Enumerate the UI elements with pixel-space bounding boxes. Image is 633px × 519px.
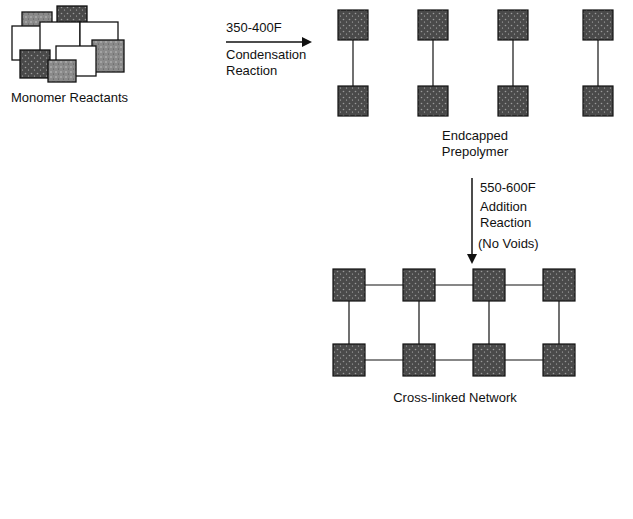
stage-label: Cross-linked Network — [360, 390, 550, 406]
reaction-label: Addition Reaction — [480, 199, 550, 231]
crosslinked-network — [333, 269, 575, 376]
note-label: (No Voids) — [478, 236, 568, 252]
temperature-label: 350-400F — [226, 20, 306, 36]
reaction-label: Condensation Reaction — [226, 47, 312, 79]
stage-label: Endcapped Prepolymer — [420, 128, 530, 160]
stage-label: Monomer Reactants — [2, 90, 137, 106]
reaction-arrow — [226, 37, 312, 47]
reaction-arrow — [467, 178, 477, 264]
monomer-cluster — [12, 6, 124, 82]
temperature-label: 550-600F — [480, 180, 570, 196]
prepolymer-pairs — [338, 10, 613, 116]
